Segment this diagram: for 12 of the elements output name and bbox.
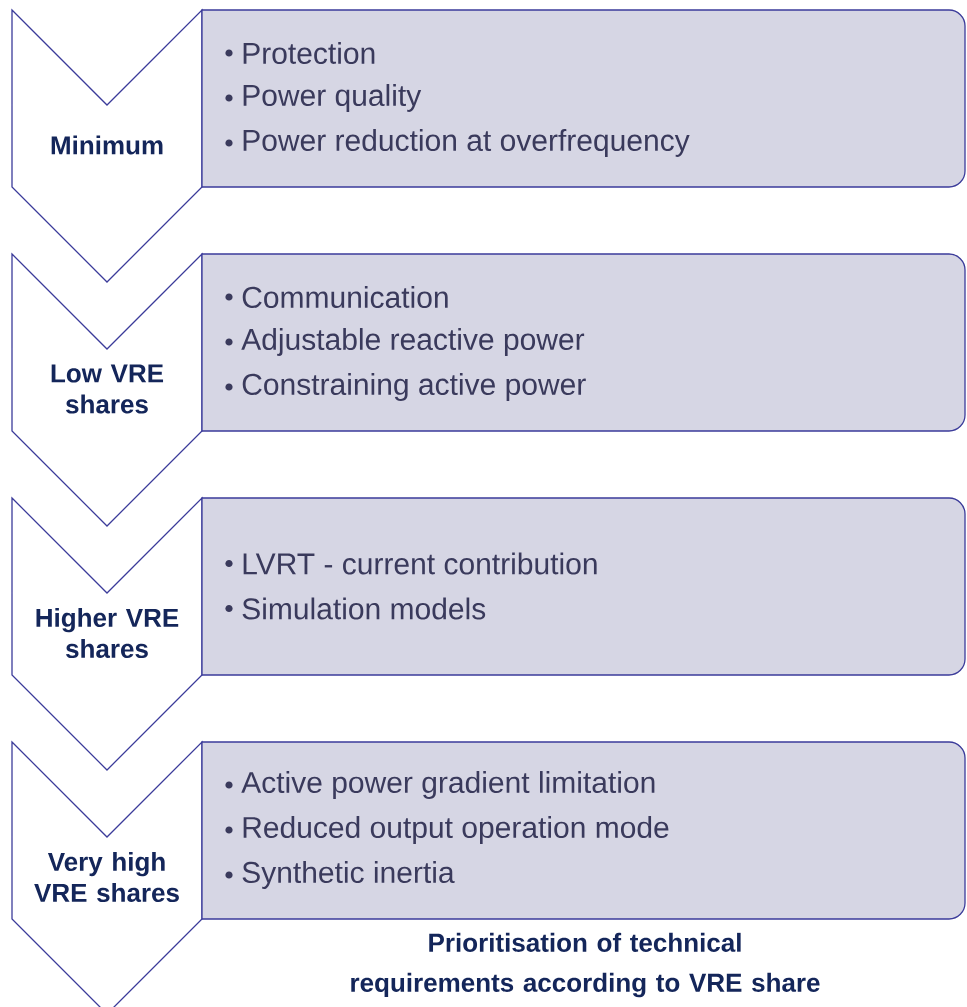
requirement-item: Reduced output operation mode bbox=[243, 816, 669, 844]
requirement-item: Active power gradient limitation bbox=[241, 771, 655, 799]
requirement-item: Synthetic inertia bbox=[242, 861, 455, 889]
requirement-item: Communication bbox=[242, 286, 448, 309]
requirement-item: Constraining active power bbox=[242, 373, 586, 401]
requirement-item: Simulation models bbox=[242, 597, 486, 620]
caption: Prioritisation of technical requirements according to VRE share bbox=[351, 932, 820, 998]
requirement-item: Adjustable reactive power bbox=[241, 328, 585, 356]
requirement-item: Protection bbox=[243, 42, 375, 64]
requirement-item: Power reduction at overfrequency bbox=[243, 129, 690, 157]
requirement-item: LVRT - current contribution bbox=[243, 552, 597, 575]
requirement-item: Power quality bbox=[243, 84, 422, 112]
